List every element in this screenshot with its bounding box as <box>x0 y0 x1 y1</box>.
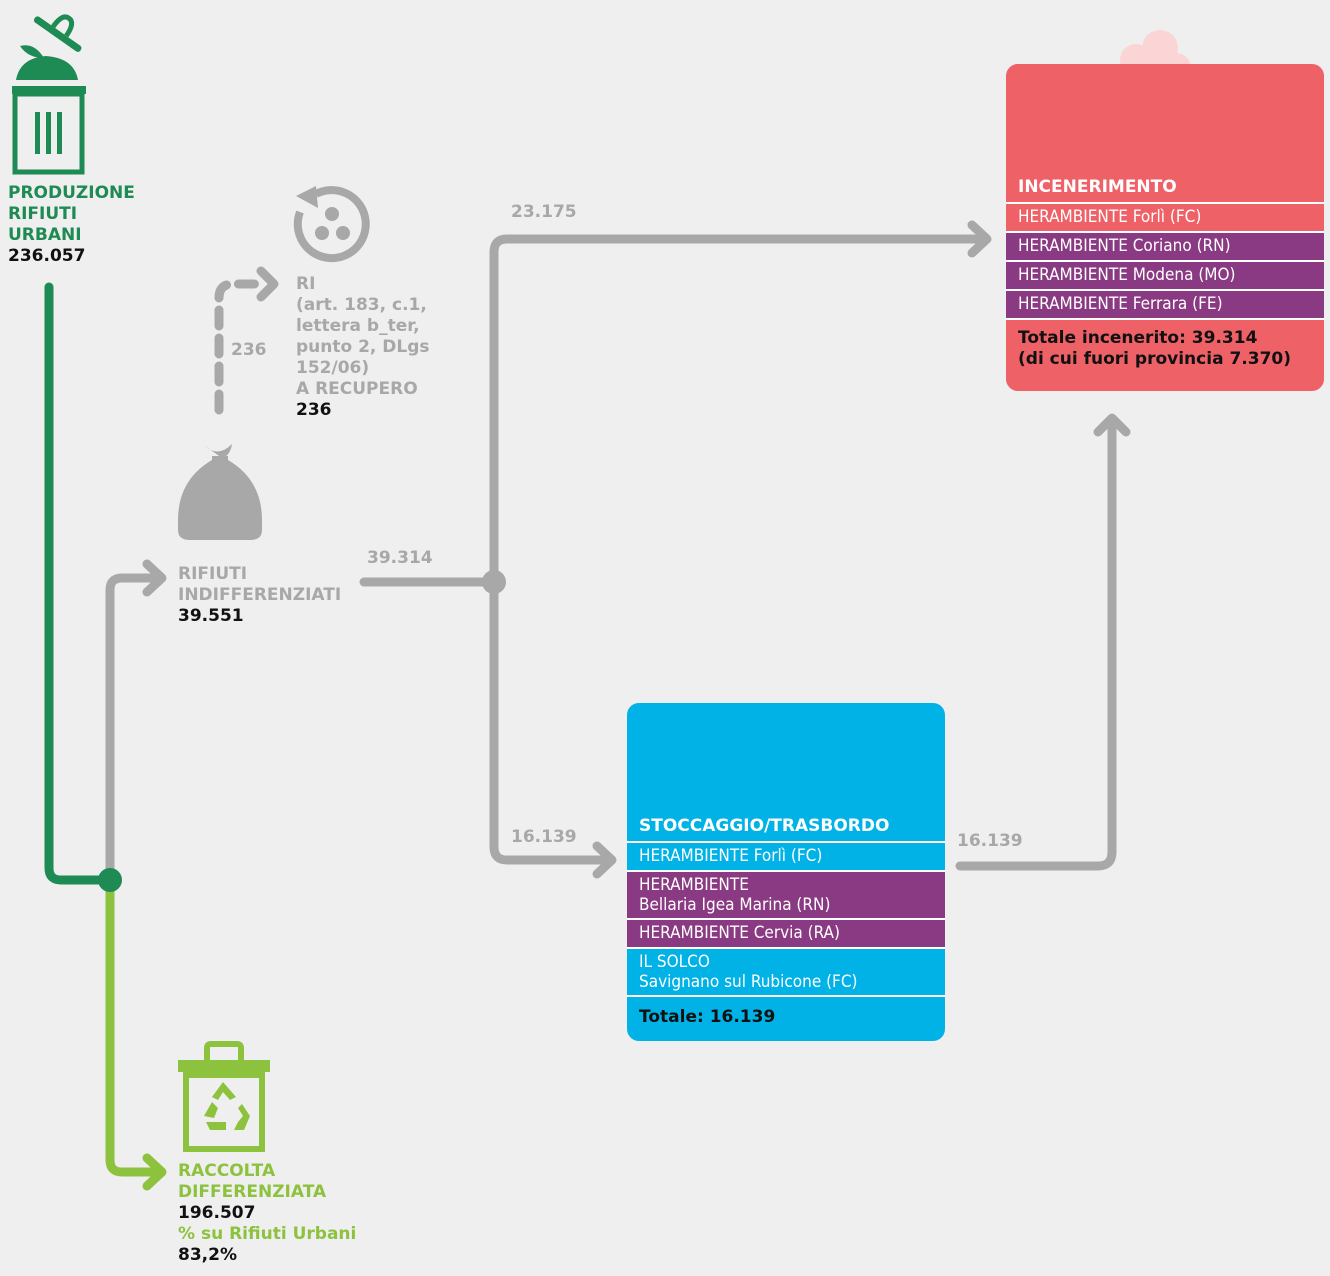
flow-value-to-storage: 16.139 <box>511 827 577 847</box>
recovery-label-line: lettera b_ter, <box>296 316 420 336</box>
flow-line-recovery <box>214 279 267 415</box>
flow-value-to-split: 39.314 <box>367 548 433 568</box>
production-value: 236.057 <box>8 246 86 266</box>
incineration-title: INCENERIMENTO <box>1018 177 1177 197</box>
separate-value: 196.507 <box>178 1203 256 1223</box>
arrowhead-recovery <box>256 266 279 302</box>
incineration-plant-row: HERAMBIENTE Coriano (RN) <box>1006 231 1324 260</box>
flow-line-production <box>44 282 115 885</box>
junction-dot-split <box>482 570 506 594</box>
arrowhead-undifferentiated <box>142 559 167 597</box>
undifferentiated-label: RIFIUTI INDIFFERENZIATI 39.551 <box>178 564 341 627</box>
storage-total: Totale: 16.139 <box>627 995 945 1028</box>
flow-value-recovery: 236 <box>231 340 267 360</box>
recovery-label-line: A RECUPERO <box>296 379 418 399</box>
undifferentiated-label-line: INDIFFERENZIATI <box>178 585 342 605</box>
recovery-label-line: punto 2, DLgs <box>296 337 430 357</box>
flow-value-to-incineration: 23.175 <box>511 202 577 222</box>
incineration-total-line: Totale incenerito: 39.314 <box>1018 328 1258 348</box>
garbage-bag-icon <box>178 444 262 540</box>
recovery-value: 236 <box>296 400 332 420</box>
separate-label: RACCOLTA DIFFERENZIATA 196.507 % su Rifi… <box>178 1161 356 1266</box>
separate-pct-value: 83,2% <box>178 1245 237 1265</box>
separate-pct-label: % su Rifiuti Urbani <box>178 1224 357 1244</box>
storage-plant-row: HERAMBIENTE Bellaria Igea Marina (RN) <box>627 870 945 918</box>
recycling-bin-icon <box>178 1041 270 1152</box>
recovery-label-line: (art. 183, c.1, <box>296 295 427 315</box>
incineration-plant-row: HERAMBIENTE Ferrara (FE) <box>1006 289 1324 318</box>
recovery-label: RI (art. 183, c.1, lettera b_ter, punto … <box>296 274 430 421</box>
storage-box: STOCCAGGIO/TRASBORDO HERAMBIENTE Forlì (… <box>627 703 945 1041</box>
storage-plant-row: HERAMBIENTE Forlì (FC) <box>627 841 945 870</box>
recovery-label-line: RI <box>296 274 316 294</box>
flow-line-storage-to-incineration <box>955 415 1117 871</box>
incineration-total: Totale incenerito: 39.314 (di cui fuori … <box>1006 318 1324 370</box>
storage-plant-line: Savignano sul Rubicone (FC) <box>639 972 858 992</box>
incineration-plant-row: HERAMBIENTE Modena (MO) <box>1006 260 1324 289</box>
trash-bin-icon <box>12 14 86 175</box>
storage-plant-row: IL SOLCO Savignano sul Rubicone (FC) <box>627 947 945 995</box>
storage-plant-line: IL SOLCO <box>639 952 710 972</box>
production-label-line: RIFIUTI <box>8 204 78 224</box>
production-label: PRODUZIONE RIFIUTI URBANI 236.057 <box>8 183 135 267</box>
recovery-label-line: 152/06) <box>296 358 370 378</box>
separate-label-line: RACCOLTA <box>178 1161 276 1181</box>
arrowhead-up-incineration <box>1093 413 1131 437</box>
storage-plant-row: HERAMBIENTE Cervia (RA) <box>627 918 945 947</box>
storage-title: STOCCAGGIO/TRASBORDO <box>639 816 890 836</box>
flow-line-to-storage <box>489 577 610 865</box>
flow-line-separate <box>105 875 165 1177</box>
incineration-plant-row: HERAMBIENTE Forlì (FC) <box>1006 202 1324 231</box>
arrowhead-incineration <box>967 220 992 258</box>
undifferentiated-label-line: RIFIUTI <box>178 564 248 584</box>
recycle-arrow-icon <box>293 186 370 263</box>
flow-value-storage-to-incineration: 16.139 <box>957 831 1023 851</box>
flow-line-undifferentiated <box>105 573 165 885</box>
production-label-line: URBANI <box>8 225 82 245</box>
production-label-line: PRODUZIONE <box>8 183 135 203</box>
undifferentiated-value: 39.551 <box>178 606 244 626</box>
junction-dot-production <box>98 868 122 892</box>
separate-label-line: DIFFERENZIATA <box>178 1182 327 1202</box>
incineration-box: INCENERIMENTO HERAMBIENTE Forlì (FC) HER… <box>1006 64 1324 391</box>
storage-plant-line: Bellaria Igea Marina (RN) <box>639 895 831 915</box>
incineration-total-line: (di cui fuori provincia 7.370) <box>1018 349 1291 369</box>
storage-plant-line: HERAMBIENTE <box>639 875 749 895</box>
flow-line-to-incineration <box>489 234 990 587</box>
arrowhead-storage <box>592 841 617 879</box>
arrowhead-separate <box>142 1153 167 1191</box>
